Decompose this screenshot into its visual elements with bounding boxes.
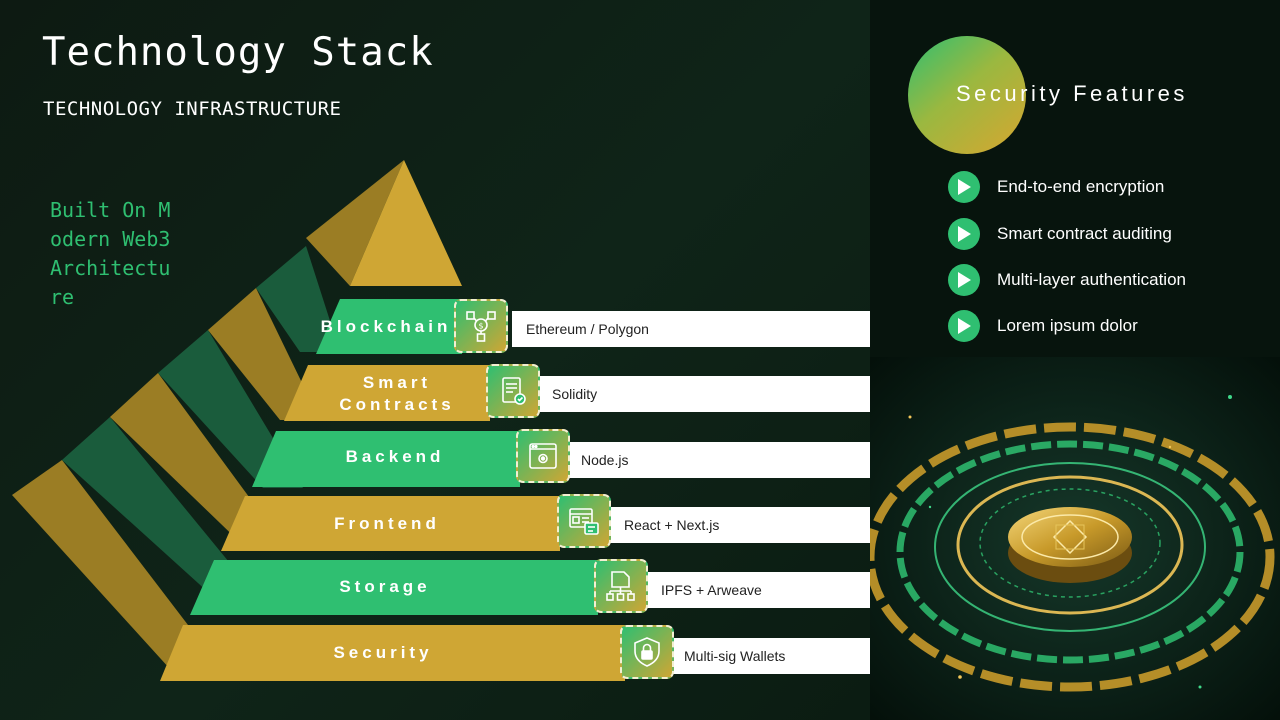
tech-label-frontend: React + Next.js [624,517,720,533]
pyramid-diagram [12,160,625,681]
security-features-title: Security Features [956,81,1188,106]
pyramid-step-side-2 [208,288,320,420]
feature-text: Smart contract auditing [997,224,1172,243]
pyramid-apex-side [306,160,404,286]
layer-slab-blockchain [316,299,462,354]
layer-label-frontend: Frontend [334,514,440,533]
feature-item: Smart contract auditing [948,218,1172,250]
security-accent-circle [908,36,1026,154]
svg-text:$: $ [478,322,483,331]
pyramid-step-side-3 [158,330,303,488]
layer-label-blockchain: Blockchain [320,317,452,336]
architecture-tagline: Built On Modern Web3 Architecture [50,198,171,309]
server-window-gear-icon [516,429,570,483]
tech-bar-smart-contracts: Solidity [538,376,870,412]
page-subtitle: TECHNOLOGY INFRASTRUCTURE [43,98,342,120]
tech-bar-backend: Node.js [567,442,870,478]
pyramid-apex-front [350,160,462,286]
blockchain-network-icon: $ [454,299,508,353]
feature-item: Multi-layer authentication [948,264,1186,296]
shield-lock-icon [620,625,674,679]
layer-label-backend: Backend [345,447,445,466]
layer-label-security: Security [333,643,433,662]
feature-item: Lorem ipsum dolor [948,310,1138,342]
tech-bar-storage: IPFS + Arweave [647,572,870,608]
tech-label-storage: IPFS + Arweave [661,582,762,598]
page-title: Technology Stack [42,30,434,75]
ui-layout-icon [557,494,611,548]
layer-slab-backend [252,431,520,487]
play-bullet-icon [948,310,980,342]
contract-document-icon [486,364,540,418]
file-hierarchy-icon [594,559,648,613]
layer-slab-storage [190,560,598,615]
play-bullet-icon [948,171,980,203]
feature-item: End-to-end encryption [948,171,1164,203]
pyramid-step-side-6 [12,460,230,680]
feature-text: Multi-layer authentication [997,270,1186,289]
layer-slab-security [160,625,625,681]
tech-label-blockchain: Ethereum / Polygon [526,321,649,337]
tech-bar-frontend: React + Next.js [610,507,870,543]
play-bullet-icon [948,218,980,250]
tech-bar-security: Multi-sig Wallets [670,638,870,674]
tech-bar-blockchain: Ethereum / Polygon [512,311,870,347]
play-bullet-icon [948,264,980,296]
tech-label-backend: Node.js [581,452,629,468]
golden-coin-illustration [870,357,1280,720]
tech-label-smart-contracts: Solidity [552,386,598,402]
feature-text: End-to-end encryption [997,177,1165,196]
layer-label-storage: Storage [339,577,431,596]
pyramid-step-side-1 [256,246,340,352]
tech-label-security: Multi-sig Wallets [684,648,786,664]
feature-text: Lorem ipsum dolor [997,316,1138,335]
layer-slab-frontend [221,496,560,551]
layer-slab-smart-contracts [284,365,490,421]
layer-label-smart-contracts: Smart Contracts [339,373,455,414]
